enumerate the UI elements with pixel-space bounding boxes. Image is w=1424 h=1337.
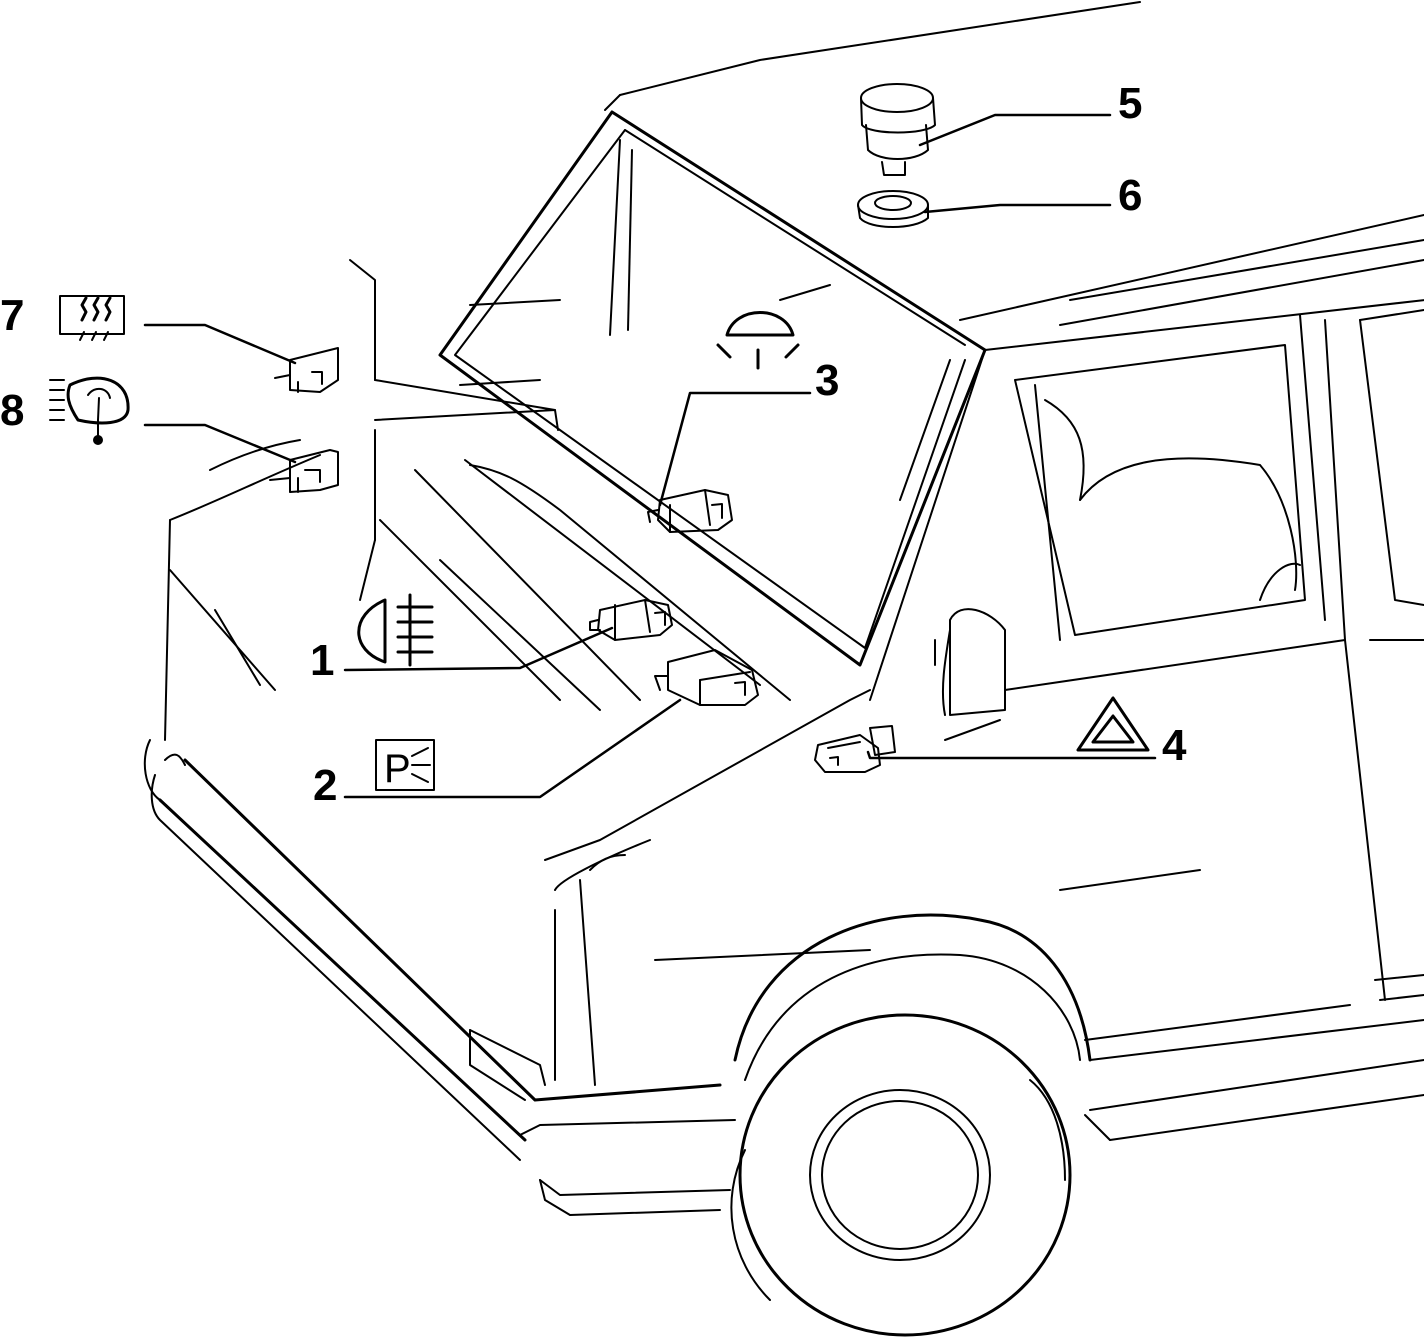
interior-light-symbol [716,311,800,370]
switch-7-part [274,347,339,393]
callout-1: 1 [310,636,334,685]
callout-6: 6 [1118,171,1142,220]
callout-8: 8 [0,386,24,435]
callout-3: 3 [815,356,839,405]
callout-4: 4 [1162,721,1187,770]
vehicle-body [143,1,1424,1337]
parking-light-symbol: P [375,739,435,791]
ring-nut-part [857,190,929,228]
callout-2: 2 [313,761,337,810]
switch-2-part [654,649,759,706]
rear-window-heater-symbol [59,295,125,341]
fog-light-symbol [357,593,434,667]
switch-8-part [269,449,339,493]
switch-4-part [814,725,896,773]
rear-wiper-washer-symbol [49,376,130,445]
hazard-warning-symbol [1076,696,1150,752]
switch-1-part [589,599,673,641]
callout-5: 5 [1118,79,1142,128]
leader-lines [143,113,1157,799]
push-button-part [860,83,936,176]
switch-3-part [647,489,733,533]
callout-7: 7 [0,291,24,340]
parking-light-letter: P [384,747,411,791]
